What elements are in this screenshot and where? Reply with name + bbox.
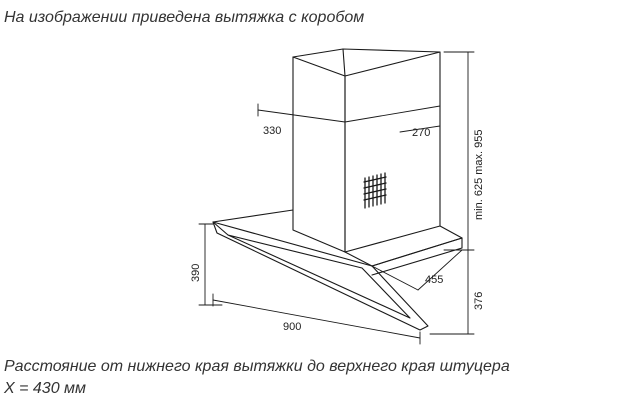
vent-grille [363, 172, 387, 209]
duct-box [292, 48, 441, 253]
dim-height-label: min. 625 max. 955 [473, 130, 485, 221]
bottom-caption-line2: X = 430 мм [4, 380, 86, 397]
dim-390-label: 390 [190, 264, 202, 282]
dim-455-label: 455 [425, 274, 443, 286]
dim-376-label: 376 [473, 292, 485, 310]
hood-body [212, 209, 463, 331]
bottom-caption-line1: Расстояние от нижнего края вытяжки до ве… [4, 358, 510, 375]
dim-270-label: 270 [412, 127, 430, 139]
dim-900-label: 900 [283, 321, 301, 333]
dimension-lines [198, 51, 475, 345]
top-caption: На изображении приведена вытяжка с короб… [4, 9, 365, 26]
dim-330-label: 330 [263, 125, 281, 137]
